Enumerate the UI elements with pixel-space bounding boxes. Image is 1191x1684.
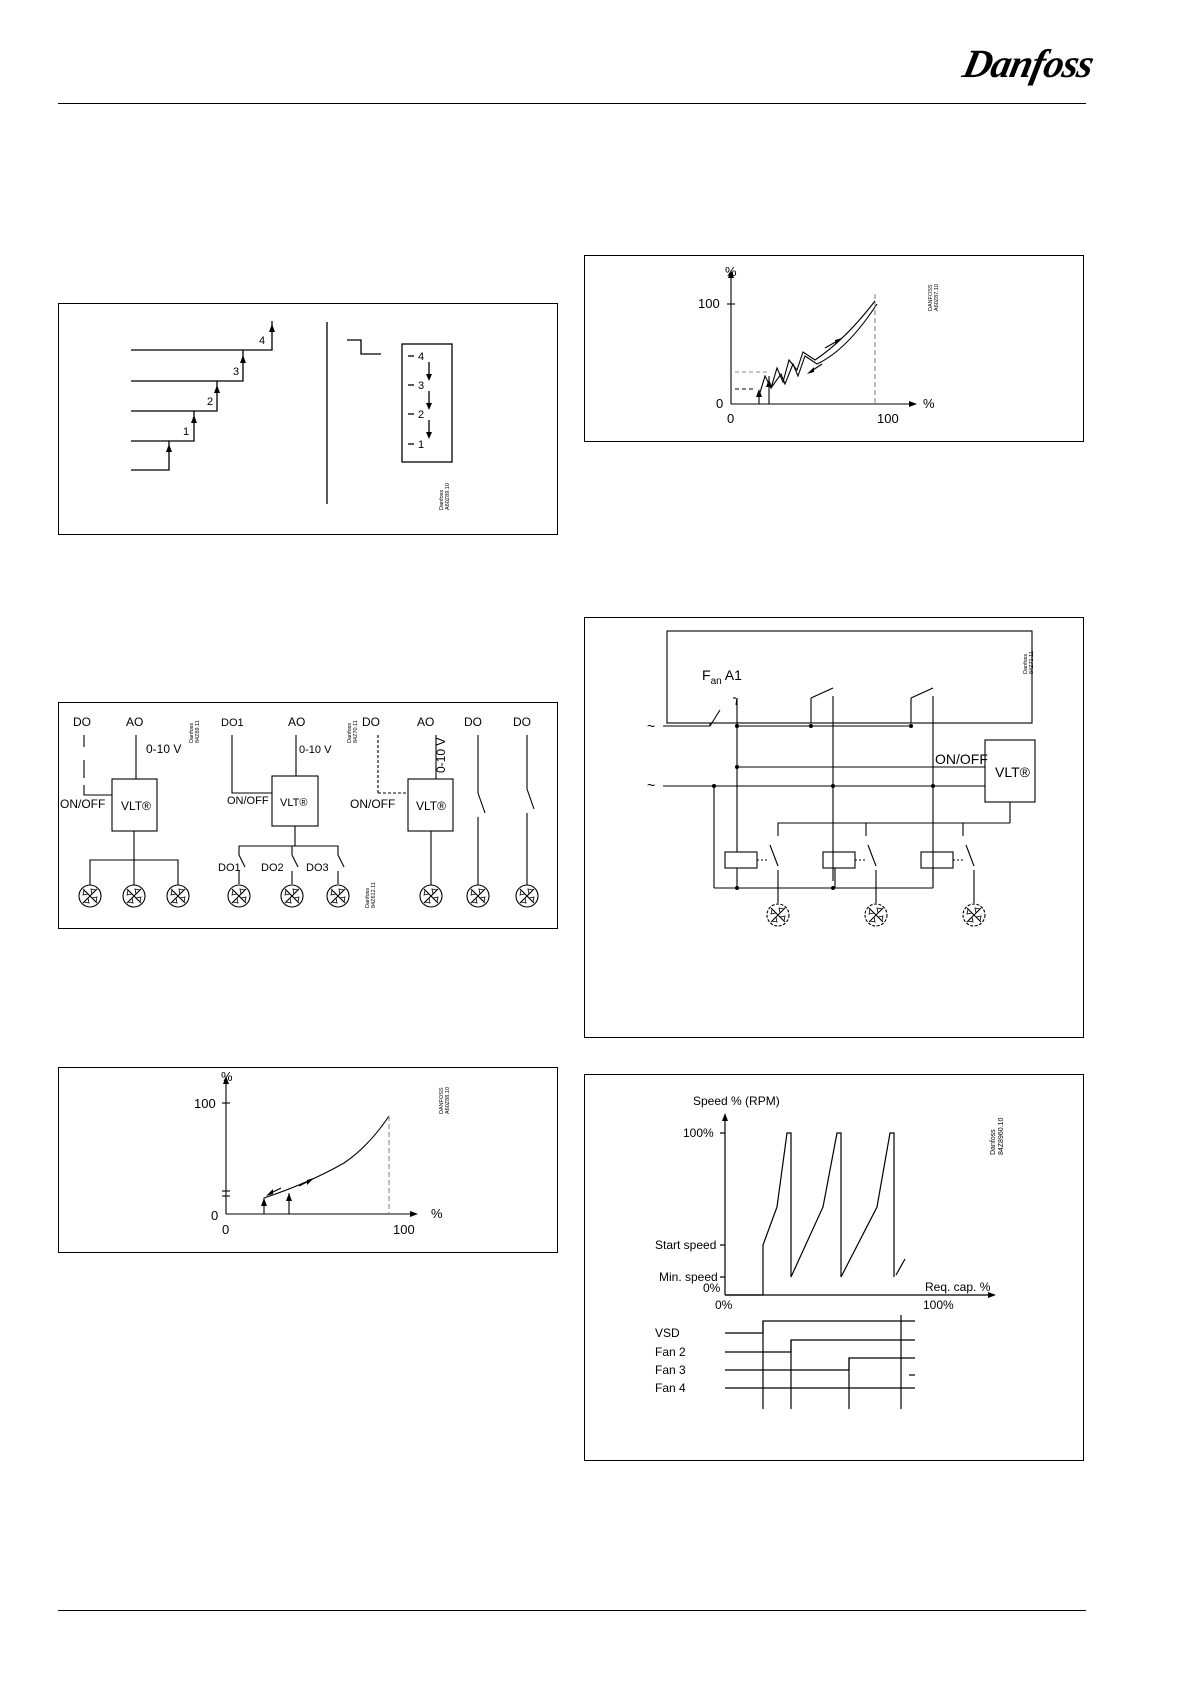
switch-step-3: 3	[418, 380, 424, 392]
fig4-x-zero: 0	[727, 411, 734, 426]
fig6-row-vsd: VSD	[655, 1326, 680, 1340]
fig2b-range-label: 0-10 V	[299, 744, 332, 756]
fig6-y-0: 0%	[703, 1281, 721, 1295]
fig2b-onoff-label: ON/OFF	[227, 795, 269, 807]
fig2b-output-do2: DO2	[261, 862, 284, 874]
fig5-code-line1: Danfoss	[1023, 654, 1029, 674]
fig6-y-100: 100%	[683, 1126, 714, 1140]
fig3-x-zero: 0	[222, 1222, 229, 1237]
fig4-x-unit: %	[923, 396, 935, 411]
figure-wiring-diagram: ~ ~ Fan A1 ON/OFF VLT® Danfoss 84Z71.11	[584, 617, 1084, 1038]
fig3-y-unit: %	[221, 1069, 233, 1084]
danfoss-logo: Danfoss	[959, 41, 1098, 86]
fig2-code2-line2: 84Z70.11	[353, 720, 359, 743]
fig5-fan-label: Fan A1	[702, 667, 742, 687]
fig5-vlt-label: VLT®	[995, 764, 1031, 780]
fig3-code-line1: DANFOSS	[439, 1087, 445, 1114]
fig2a-ao-label: AO	[126, 715, 143, 729]
fig2-code3-line2: 84Z612.11	[371, 882, 377, 908]
step-label-4: 4	[259, 335, 265, 347]
fig2b-vlt-label: VLT®	[280, 797, 307, 809]
step-label-3: 3	[233, 366, 239, 378]
fig2b-output-do3: DO3	[306, 862, 329, 874]
fig2c-range-label: 0-10 V	[434, 738, 448, 773]
figure-speed-capacity: Speed % (RPM) 100% Start speed Min. spee…	[584, 1074, 1084, 1461]
fig6-row-fan2: Fan 2	[655, 1345, 686, 1359]
fig6-y-label: Speed % (RPM)	[693, 1094, 780, 1108]
fig2-code2-line1: Danfoss	[347, 723, 353, 743]
fig6-x-label: Req. cap. %	[925, 1280, 991, 1294]
fig6-code-line2: 84Z8960.10	[998, 1118, 1005, 1155]
figure-curve-with-steps: % 100 0 0 100 % DANFOSS A60Z87.10	[584, 255, 1084, 442]
switch-step-2: 2	[418, 409, 424, 421]
fig2c-vlt-label: VLT®	[416, 799, 446, 813]
fig4-y-zero: 0	[716, 396, 723, 411]
fig4-code-line1: DANFOSS	[928, 284, 934, 311]
footer-rule	[58, 1610, 1086, 1611]
fig3-y-zero: 0	[211, 1208, 218, 1223]
fig2b-do-label: DO1	[221, 717, 244, 729]
fig4-y-unit: %	[725, 264, 737, 279]
figure-code-line1: Danfoss	[439, 490, 445, 510]
fig4-y-max: 100	[698, 296, 720, 311]
fig3-x-max: 100	[393, 1222, 415, 1237]
fig2c-onoff-label: ON/OFF	[350, 797, 395, 811]
fig5-ac-1: ~	[647, 718, 655, 734]
fig2b-output-do1: DO1	[218, 862, 241, 874]
header-rule	[58, 103, 1086, 104]
fig2-code1-line1: Danfoss	[189, 723, 195, 743]
fig3-x-unit: %	[431, 1206, 443, 1221]
fig6-x-100: 100%	[923, 1298, 954, 1312]
fig2a-do-label: DO	[73, 715, 91, 729]
switch-step-4: 4	[418, 351, 424, 363]
fig2-code1-line2: 84Z69.11	[195, 720, 201, 743]
fig5-fan-tail: A1	[722, 667, 742, 683]
fig2c-do2-label: DO	[464, 715, 482, 729]
fig2-code3-line1: Danfoss	[365, 888, 371, 908]
fig6-x-0: 0%	[715, 1298, 733, 1312]
fig2a-vlt-label: VLT®	[121, 799, 151, 813]
fig5-fan-sub: an	[711, 676, 722, 687]
step-label-1: 1	[183, 426, 189, 438]
figure-step-coupling: 1 2 3 4 4 3 2 1 Danfoss A60Z89.10	[58, 303, 558, 535]
fig5-ac-2: ~	[647, 777, 655, 793]
fig2c-do3-label: DO	[513, 715, 531, 729]
fig4-code-line2: A60Z87.10	[934, 284, 940, 311]
fig4-x-max: 100	[877, 411, 899, 426]
fig5-onoff-label: ON/OFF	[935, 751, 988, 767]
fig2a-range-label: 0-10 V	[146, 742, 181, 756]
fig2a-onoff-label: ON/OFF	[60, 797, 105, 811]
fig6-row-fan4: Fan 4	[655, 1381, 686, 1395]
fig5-fan-f: F	[702, 667, 711, 683]
figure-vlt-connections: DO AO 0-10 V ON/OFF VLT® AO DO AO ON/OFF…	[58, 702, 558, 929]
fig2c-do-label: DO	[362, 715, 380, 729]
fig6-row-fan3: Fan 3	[655, 1363, 686, 1377]
step-label-2: 2	[207, 396, 213, 408]
fig3-code-line2: A60Z88.10	[445, 1087, 451, 1114]
fig3-y-max: 100	[194, 1096, 216, 1111]
figure-vlt-curve: % 100 0 0 100 % DANFOSS A60Z88.10	[58, 1067, 558, 1253]
fig6-code-line1: Danfoss	[990, 1129, 997, 1155]
fig6-min-speed: Min. speed	[659, 1270, 718, 1284]
fig2b-ao-label: AO	[288, 715, 305, 729]
figure-code-line2: A60Z89.10	[445, 483, 451, 510]
fig2c-ao-label: AO	[417, 715, 434, 729]
switch-step-1: 1	[418, 439, 424, 451]
fig6-start-speed: Start speed	[655, 1238, 716, 1252]
fig5-code-line2: 84Z71.11	[1029, 651, 1035, 674]
